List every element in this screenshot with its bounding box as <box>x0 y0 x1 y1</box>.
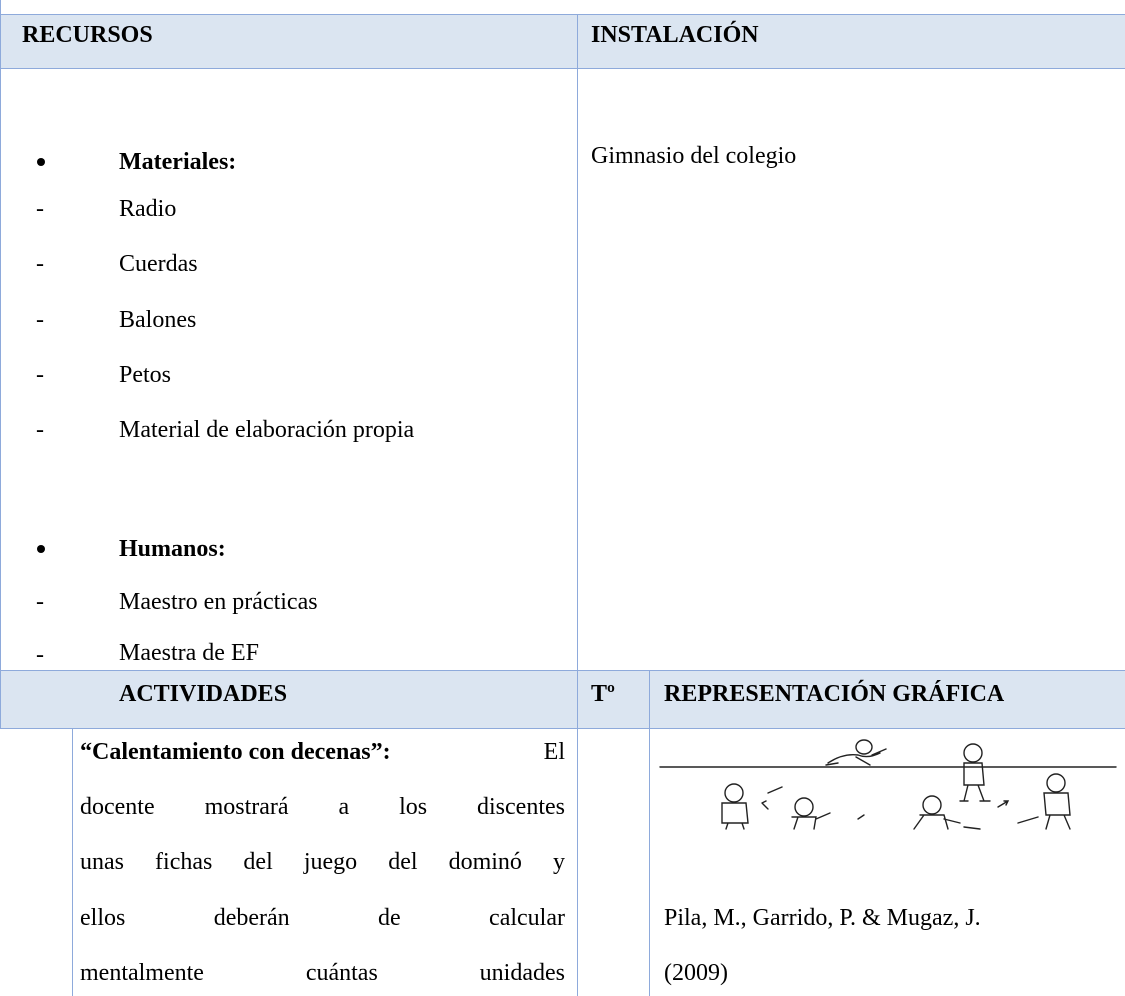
table-border <box>577 728 578 996</box>
table-border <box>0 670 1125 671</box>
dash-icon: - <box>36 196 44 222</box>
table-border <box>0 68 1125 69</box>
header-row-recursos <box>0 14 1125 68</box>
activity-illustration <box>659 739 1117 830</box>
bullet-icon <box>37 158 45 166</box>
list-item: Radio <box>119 196 177 222</box>
dash-icon: - <box>36 251 44 277</box>
instalacion-header: INSTALACIÓN <box>591 22 759 48</box>
table-border <box>577 670 578 728</box>
dash-icon: - <box>36 589 44 615</box>
dash-icon: - <box>36 417 44 443</box>
table-border <box>649 670 650 728</box>
list-item: Maestro en prácticas <box>119 589 318 615</box>
list-item: Balones <box>119 307 197 333</box>
activity-line: docente mostrará a los discentes <box>80 794 565 820</box>
humanos-heading: Humanos: <box>119 536 226 562</box>
list-item: Material de elaboración propia <box>119 417 415 443</box>
citation-line: Pila, M., Garrido, P. & Mugaz, J. <box>664 905 981 931</box>
dash-icon: - <box>36 307 44 333</box>
list-item: Maestra de EF <box>119 640 259 666</box>
list-item: Cuerdas <box>119 251 198 277</box>
recursos-header: RECURSOS <box>22 22 153 48</box>
activity-title: “Calentamiento con decenas”: <box>80 739 391 765</box>
table-border <box>577 14 578 670</box>
table-border <box>0 728 1125 729</box>
activity-line: El <box>543 739 565 765</box>
activity-line: mentalmente cuántas unidades <box>80 960 565 986</box>
list-item: Petos <box>119 362 172 388</box>
bullet-icon <box>37 545 45 553</box>
actividades-header: ACTIVIDADES <box>119 681 288 707</box>
tiempo-header: Tº <box>591 681 615 707</box>
activity-line: ellos deberán de calcular <box>80 905 565 931</box>
representacion-header: REPRESENTACIÓN GRÁFICA <box>664 681 1005 707</box>
table-border <box>0 14 1125 15</box>
table-border <box>649 728 650 996</box>
materiales-heading: Materiales: <box>119 149 237 175</box>
table-border <box>72 728 73 996</box>
table-border <box>0 0 1 670</box>
instalacion-text: Gimnasio del colegio <box>591 143 797 169</box>
table-border <box>0 670 1 728</box>
dash-icon: - <box>36 362 44 388</box>
dash-icon: - <box>36 642 44 668</box>
activity-first-line: “Calentamiento con decenas”: El <box>80 737 565 767</box>
header-row-actividades <box>0 670 1125 728</box>
activity-line: unas fichas del juego del dominó y <box>80 849 565 875</box>
citation-line: (2009) <box>664 960 728 986</box>
